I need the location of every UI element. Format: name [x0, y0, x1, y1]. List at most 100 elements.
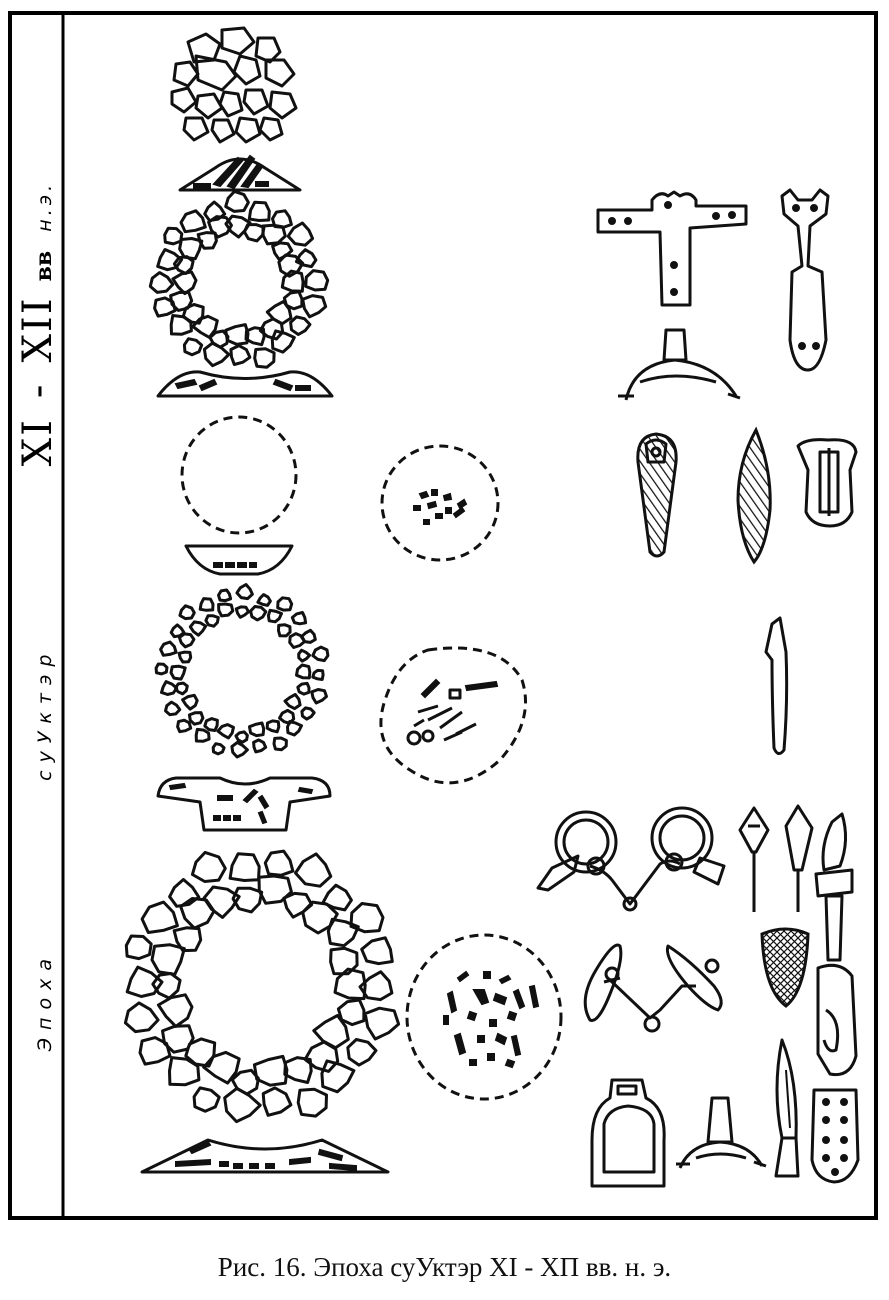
stirrup [590, 1078, 666, 1188]
stone [329, 946, 359, 976]
stone [224, 214, 252, 239]
stone [320, 1059, 356, 1094]
stone [283, 1056, 313, 1084]
stone [169, 664, 187, 681]
stone [164, 700, 182, 717]
stone [168, 1056, 201, 1087]
buckle-frame [796, 438, 858, 528]
ring-bit-snaffle [536, 806, 726, 912]
stone [156, 993, 194, 1028]
cross-shaped-belt-plate [596, 190, 748, 307]
stone [333, 967, 367, 1001]
stone [179, 209, 207, 234]
stone [310, 688, 328, 705]
stone [363, 1006, 401, 1041]
bone-pit-plan-2 [379, 646, 527, 785]
stone [276, 596, 294, 612]
bar-cheek-snaffle [583, 943, 723, 1033]
stone [272, 736, 288, 752]
stone [290, 611, 308, 626]
stone [203, 200, 227, 222]
stone [266, 608, 283, 624]
stone [202, 885, 241, 919]
stone [261, 1086, 293, 1117]
stone [299, 628, 317, 644]
pit-outline-plan [180, 415, 298, 535]
stone [181, 693, 199, 711]
stirrup-arch-top [618, 328, 741, 401]
long-knife-blade [774, 1038, 800, 1178]
diamond-arrowhead-2 [784, 804, 814, 912]
stone [277, 623, 292, 638]
stone [263, 849, 295, 877]
stone [312, 1014, 350, 1050]
label-vv: вв [31, 250, 57, 281]
stone [202, 341, 231, 368]
figure-caption: Рис. 16. Эпоха суУктэр XI - XП вв. н. э. [217, 1252, 672, 1282]
stone [248, 721, 266, 738]
stone [171, 270, 198, 296]
stone [169, 623, 186, 639]
label-era: Эпоха [34, 950, 56, 1051]
stone [271, 209, 293, 229]
stone-ring-plan [148, 189, 330, 369]
stone [253, 347, 276, 369]
stone [224, 323, 250, 346]
label-century-end: XII [15, 295, 61, 363]
pit-section [184, 544, 294, 576]
stone [138, 1036, 172, 1066]
label-ne: н.э. [34, 180, 56, 232]
stone [286, 221, 315, 247]
stone [257, 874, 293, 905]
stone [153, 296, 177, 318]
stone [178, 237, 204, 261]
stone [177, 650, 193, 664]
stone [188, 620, 208, 637]
stone [296, 1087, 328, 1118]
stone [242, 223, 266, 243]
stone [300, 706, 316, 721]
rolled-sheath [816, 963, 858, 1077]
vertical-period-label: Эпоха суУктэр XI-XII вв н.э. [14, 18, 62, 1213]
stone [297, 648, 312, 663]
stone [235, 583, 254, 601]
stone [294, 248, 318, 269]
stone [190, 850, 227, 883]
stone [358, 970, 394, 1002]
stone [256, 593, 272, 607]
stone [280, 269, 305, 293]
stone [223, 1086, 262, 1124]
outer-border [8, 11, 878, 1220]
stone [346, 1038, 378, 1067]
label-dash: - [15, 382, 61, 398]
stone [198, 597, 215, 612]
stone [261, 223, 287, 246]
stone [168, 878, 201, 908]
label-type: суУктэр [34, 646, 56, 781]
stone [169, 314, 193, 336]
stone [301, 294, 328, 319]
stone [311, 668, 325, 681]
stone [140, 900, 179, 934]
small-stone-ring-plan [154, 583, 330, 759]
hatched-leaf-plaque [736, 426, 772, 565]
stone [178, 604, 196, 621]
stone [125, 965, 164, 998]
stone [296, 681, 311, 696]
stone [234, 605, 250, 619]
stone [349, 902, 385, 934]
stone [360, 936, 394, 966]
stone [163, 226, 184, 246]
stone [249, 605, 268, 622]
stone [160, 680, 179, 696]
stone [172, 926, 203, 953]
bone-pit-plan-1 [380, 444, 500, 562]
stone [148, 271, 175, 294]
stirrup-arch-bottom [676, 1096, 767, 1169]
stone [229, 344, 252, 366]
diamond-arrowhead-1 [738, 806, 770, 912]
stone [311, 645, 330, 663]
small-stone-ring-section [156, 776, 332, 832]
stone [159, 640, 178, 657]
stone [230, 1068, 260, 1096]
